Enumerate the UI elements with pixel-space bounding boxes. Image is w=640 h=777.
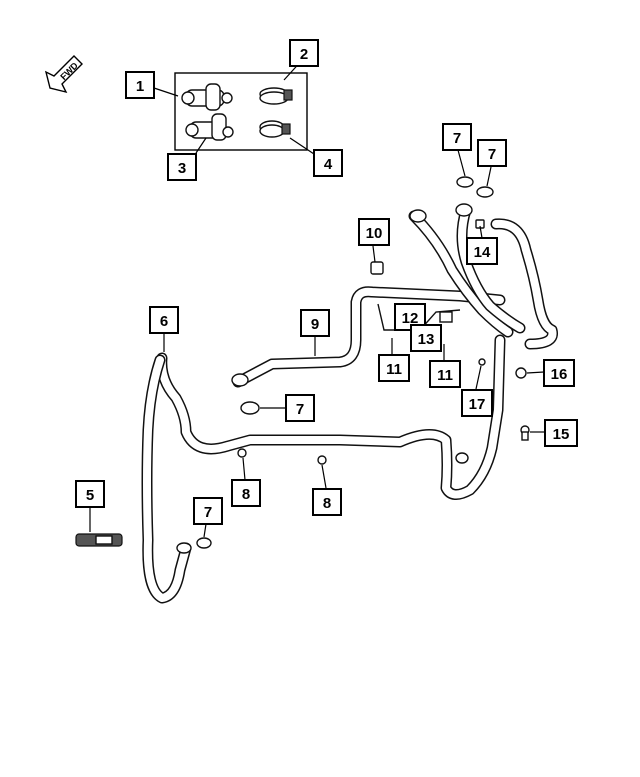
svg-text:11: 11 [386, 361, 402, 378]
callout-4: 4 [313, 149, 343, 177]
engine-outlet-hose [408, 210, 514, 338]
hose-clamp-part [259, 87, 293, 105]
svg-text:7: 7 [453, 130, 461, 147]
stud-8-right [317, 455, 327, 465]
svg-text:8: 8 [323, 495, 331, 512]
hose-clamp-7-middle [240, 401, 260, 415]
svg-text:7: 7 [204, 504, 212, 521]
svg-text:9: 9 [311, 316, 319, 333]
svg-text:6: 6 [160, 313, 168, 330]
stud-8-left [237, 448, 247, 458]
svg-text:12: 12 [402, 310, 419, 327]
forward-arrow-icon: FWD [44, 55, 83, 94]
upper-heater-hose [232, 286, 506, 388]
hose-clamp-7-top-right [476, 186, 494, 198]
grommet-16 [515, 367, 527, 379]
svg-text:17: 17 [469, 396, 486, 413]
lower-hose-branch [141, 354, 192, 604]
callout-11-left: 11 [378, 354, 410, 382]
hose-coupler-part [181, 83, 233, 111]
washer-17 [478, 358, 486, 366]
svg-text:4: 4 [324, 156, 333, 173]
engine-inlet-hose [456, 204, 526, 334]
svg-text:15: 15 [553, 426, 570, 443]
sensor-5 [75, 533, 123, 547]
callout-5: 5 [75, 480, 105, 508]
callout-7-middle: 7 [285, 394, 315, 422]
svg-text:7: 7 [488, 146, 496, 163]
callout-14: 14 [466, 237, 498, 265]
svg-text:13: 13 [418, 331, 435, 348]
callout-10: 10 [358, 218, 390, 246]
svg-text:5: 5 [86, 487, 94, 504]
callout-9: 9 [300, 309, 330, 337]
callout-2: 2 [289, 39, 319, 67]
hose-clamp-7-bottom [196, 537, 212, 549]
callout-17: 17 [461, 389, 493, 417]
svg-text:8: 8 [242, 486, 250, 503]
callout-3: 3 [167, 153, 197, 181]
callout-1: 1 [125, 71, 155, 99]
callout-15: 15 [544, 419, 578, 447]
svg-text:10: 10 [366, 225, 383, 242]
callout-7-top-left: 7 [442, 123, 472, 151]
svg-text:11: 11 [437, 367, 453, 384]
callout-6: 6 [149, 306, 179, 334]
svg-text:16: 16 [551, 366, 568, 383]
svg-text:3: 3 [178, 160, 186, 177]
svg-text:7: 7 [296, 401, 304, 418]
hose-clamp-7-top-left [456, 176, 474, 188]
callout-7-bottom: 7 [193, 497, 223, 525]
callout-7-top-right: 7 [477, 139, 507, 167]
callout-16: 16 [543, 359, 575, 387]
bolt-15 [520, 425, 530, 441]
callout-8-left: 8 [231, 479, 261, 507]
svg-text:2: 2 [300, 46, 308, 63]
elbow-fitting-part [185, 113, 234, 141]
callout-13: 13 [410, 324, 442, 352]
lower-heater-hose [156, 334, 506, 500]
retainer-clip-10 [370, 261, 384, 275]
svg-text:14: 14 [474, 244, 491, 261]
hose-clamp-part-small [259, 120, 291, 138]
callout-11-right: 11 [429, 360, 461, 388]
callout-8-right: 8 [312, 488, 342, 516]
svg-text:1: 1 [136, 78, 144, 95]
fitting-kit-frame [174, 72, 308, 151]
bypass-hose [490, 218, 558, 350]
